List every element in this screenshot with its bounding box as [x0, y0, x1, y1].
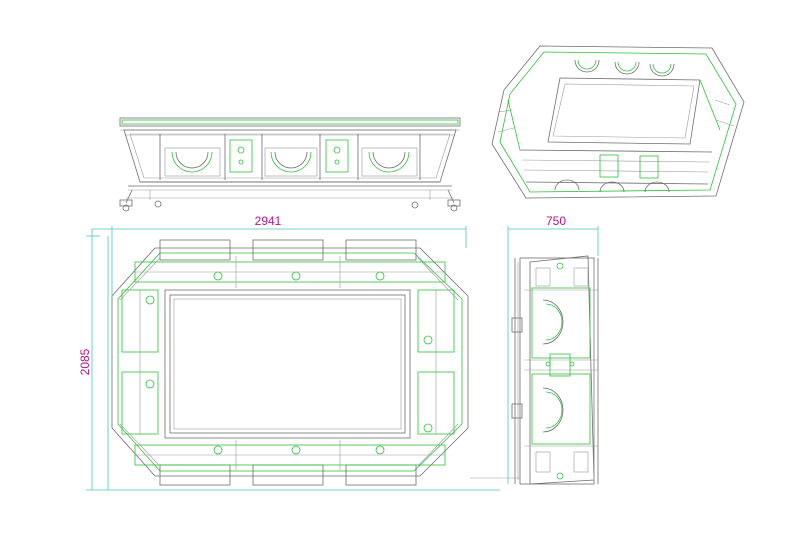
dimension-lines: [86, 226, 599, 491]
front-elevation-view: [119, 117, 461, 212]
isometric-view: [491, 45, 745, 199]
dimension-2941-label: 2941: [255, 214, 282, 228]
dimension-750-label: 750: [546, 214, 566, 228]
dimension-2085-label: 2085: [78, 348, 92, 375]
side-view: [511, 255, 599, 485]
plan-view: [111, 239, 469, 486]
